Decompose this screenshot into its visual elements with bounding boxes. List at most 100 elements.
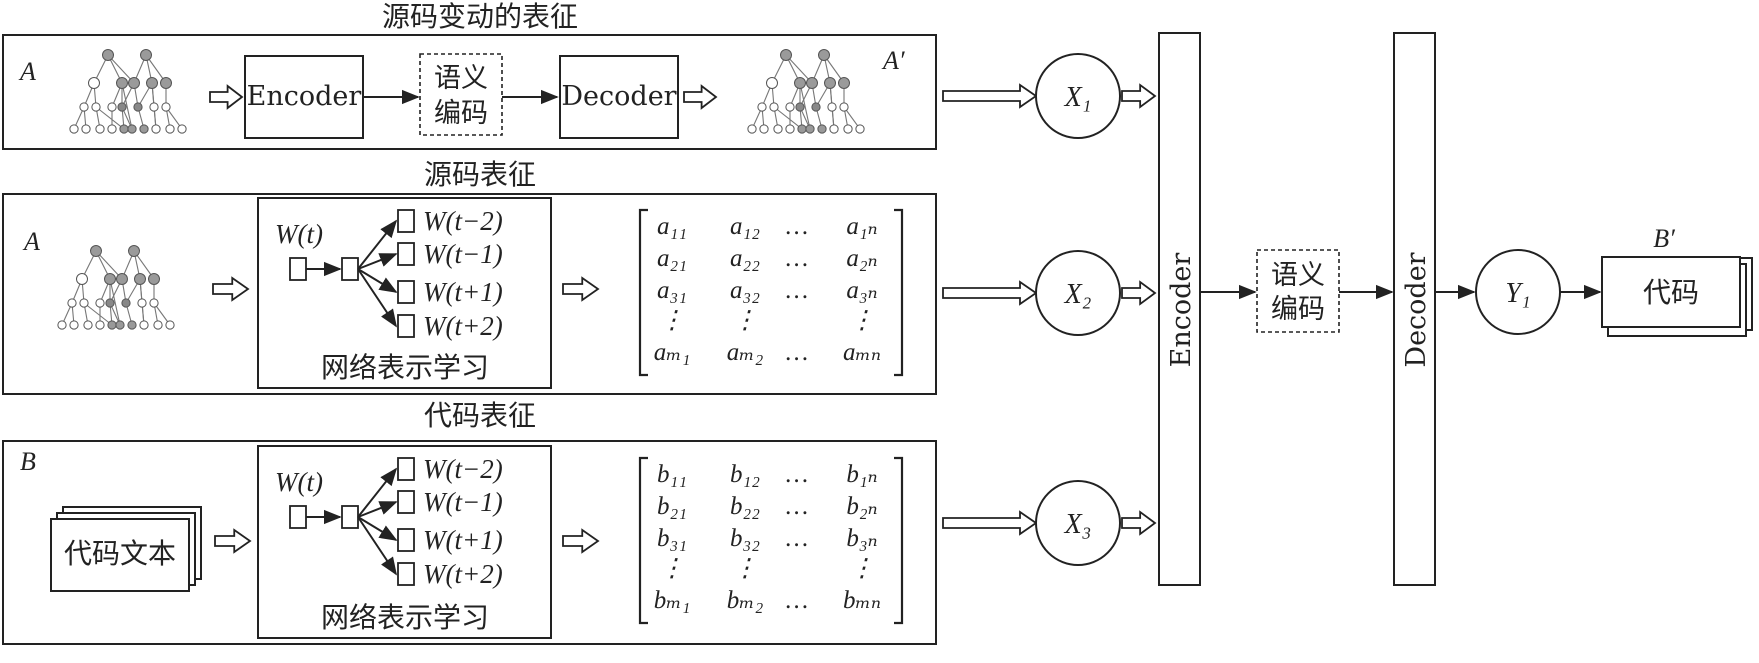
vector-x2-node (1035, 250, 1121, 336)
bottom-matrix-cell: … (786, 461, 808, 488)
bottom-matrix-cell: b₃ₙ (846, 525, 877, 552)
top-panel-title: 源码变动的表征 (382, 0, 578, 33)
middle-context-graph: W(t) W(t−2)W(t−1) W(t+1) W(t+2) (275, 206, 503, 341)
hollow-arrow-top-2 (683, 84, 718, 110)
source-tree-a (69, 49, 187, 134)
bottom-matrix-cell: b₁ₙ (846, 461, 877, 488)
middle-matrix-cell: a₂ₙ (846, 245, 877, 272)
main-encoder-label: Encoder (1166, 253, 1197, 368)
middle-matrix-cell: ⋮ (850, 307, 875, 334)
middle-matrix-cell: a₃ₙ (846, 277, 877, 304)
middle-matrix-cell: … (786, 245, 808, 272)
bottom-matrix-cell: … (786, 493, 808, 520)
top-encoder-label: Encoder (247, 81, 362, 112)
top-semantic-line1: 语义 (434, 63, 488, 94)
middle-context-caption: 网络表示学习 (321, 351, 489, 384)
middle-matrix-cell: a₁₂ (730, 213, 760, 240)
hollow-arrow-x2-enc (1121, 280, 1157, 306)
bottom-matrix-cell: b₃₁ (657, 525, 687, 552)
output-label-b-prime: B′ (1653, 224, 1675, 253)
bottom-label-b: B (20, 447, 36, 476)
bottom-matrix-cell: b₃₂ (730, 525, 760, 552)
hollow-arrow-x3-enc (1121, 510, 1157, 536)
top-label-a: A (18, 57, 36, 86)
bottom-context-caption: 网络表示学习 (321, 601, 489, 634)
bottom-matrix-cell: b₁₁ (657, 461, 687, 488)
middle-matrix-cell: ⋮ (733, 307, 758, 334)
middle-context-output-1: W(t−1) (423, 239, 503, 269)
main-semantic-box (1256, 249, 1340, 333)
output-code-label: 代码 (1643, 276, 1699, 309)
main-semantic-line1: 语义 (1271, 260, 1325, 291)
middle-matrix-cell: a₂₂ (730, 245, 760, 272)
hollow-arrow-bot-1 (214, 528, 252, 554)
middle-context-output-2: W(t+1) (423, 277, 503, 307)
hollow-arrow-x1-enc (1121, 83, 1157, 109)
source-tree-middle (57, 245, 175, 330)
middle-matrix-cell: a₁ₙ (846, 213, 877, 240)
middle-matrix-cell: a₃₂ (730, 277, 760, 304)
main-encoder-bar (1158, 32, 1201, 586)
middle-matrix-cell: a₁₁ (657, 213, 687, 240)
bottom-matrix-cell: bₘ₁ (654, 587, 691, 614)
code-text-label: 代码文本 (64, 537, 176, 570)
top-encoder-box (244, 55, 364, 139)
bottom-matrix-cell: bₘ₂ (727, 587, 764, 614)
bottom-matrix-cell: ⋮ (733, 555, 758, 582)
bottom-matrix-cell: … (786, 525, 808, 552)
middle-matrix-cell: a₂₁ (657, 245, 687, 272)
middle-context-output-0: W(t−2) (423, 206, 503, 236)
bottom-context-output-0: W(t−2) (423, 454, 503, 484)
bottom-matrix-cell: b₁₂ (730, 461, 760, 488)
top-decoder-label: Decoder (561, 81, 676, 112)
bottom-context-output-1: W(t−1) (423, 487, 503, 517)
vector-x1-node (1035, 53, 1121, 139)
bottom-matrix-cell: bₘₙ (843, 587, 881, 614)
bottom-matrix-cell: b₂ₙ (846, 493, 877, 520)
middle-matrix-cell: aₘ₂ (727, 339, 764, 366)
hollow-arrow-to-x2 (942, 280, 1038, 306)
main-semantic-line2: 编码 (1271, 294, 1325, 325)
output-code-document (1601, 256, 1753, 337)
middle-context-output-3: W(t+2) (423, 311, 503, 341)
code-text-document (50, 506, 202, 592)
bottom-panel-title: 代码表征 (424, 399, 536, 432)
middle-context-input-label: W(t) (275, 219, 323, 249)
vector-x3-node (1035, 480, 1121, 566)
bottom-context-graph: W(t)W(t−2)W(t−1)W(t+1)W(t+2) (275, 454, 503, 589)
bottom-context-output-3: W(t+2) (423, 559, 503, 589)
vector-x1-label: X₁ (1064, 82, 1092, 113)
bottom-matrix-cell: ⋮ (660, 555, 685, 582)
vector-y1-label: Y₁ (1505, 278, 1530, 309)
middle-matrix-cell: ⋮ (660, 307, 685, 334)
main-decoder-bar (1393, 32, 1436, 586)
middle-matrix-cell: aₘ₁ (654, 339, 691, 366)
bottom-matrix: b₁₁ b₁₂ … b₁ₙ b₂₁ b₂₂ … b₂ₙ b₃₁ b₃₂ … b₃ₙ ⋮ ⋮ ⋮ bₘ₁ bₘ₂ …… (638, 456, 904, 625)
top-semantic-line2: 编码 (434, 98, 488, 129)
middle-matrix-cell: … (786, 213, 808, 240)
bottom-matrix-cell: ⋮ (850, 555, 875, 582)
bottom-matrix-cell: b₂₁ (657, 493, 687, 520)
bottom-matrix-cell: b₂₂ (730, 493, 760, 520)
middle-panel-title: 源码表征 (424, 158, 536, 191)
hollow-arrow-mid-2 (562, 276, 600, 302)
top-semantic-box (419, 53, 503, 136)
hollow-arrow-top-1 (209, 84, 244, 110)
hollow-arrow-mid-1 (212, 276, 250, 302)
vector-x3-label: X₃ (1064, 509, 1092, 540)
middle-matrix-cell: aₘₙ (843, 339, 881, 366)
top-decoder-box (559, 55, 679, 139)
vector-x2-label: X₂ (1064, 279, 1092, 310)
hollow-arrow-bot-2 (562, 528, 600, 554)
source-tree-a-prime (747, 49, 865, 134)
top-label-a-prime: A′ (881, 46, 905, 75)
hollow-arrow-to-x3 (942, 510, 1038, 536)
bottom-context-input-label: W(t) (275, 467, 323, 497)
middle-matrix-cell: … (786, 277, 808, 304)
middle-matrix-cell: … (786, 339, 808, 366)
hollow-arrow-to-x1 (942, 83, 1038, 109)
bottom-matrix-cell: … (786, 587, 808, 614)
main-decoder-label: Decoder (1401, 252, 1432, 367)
